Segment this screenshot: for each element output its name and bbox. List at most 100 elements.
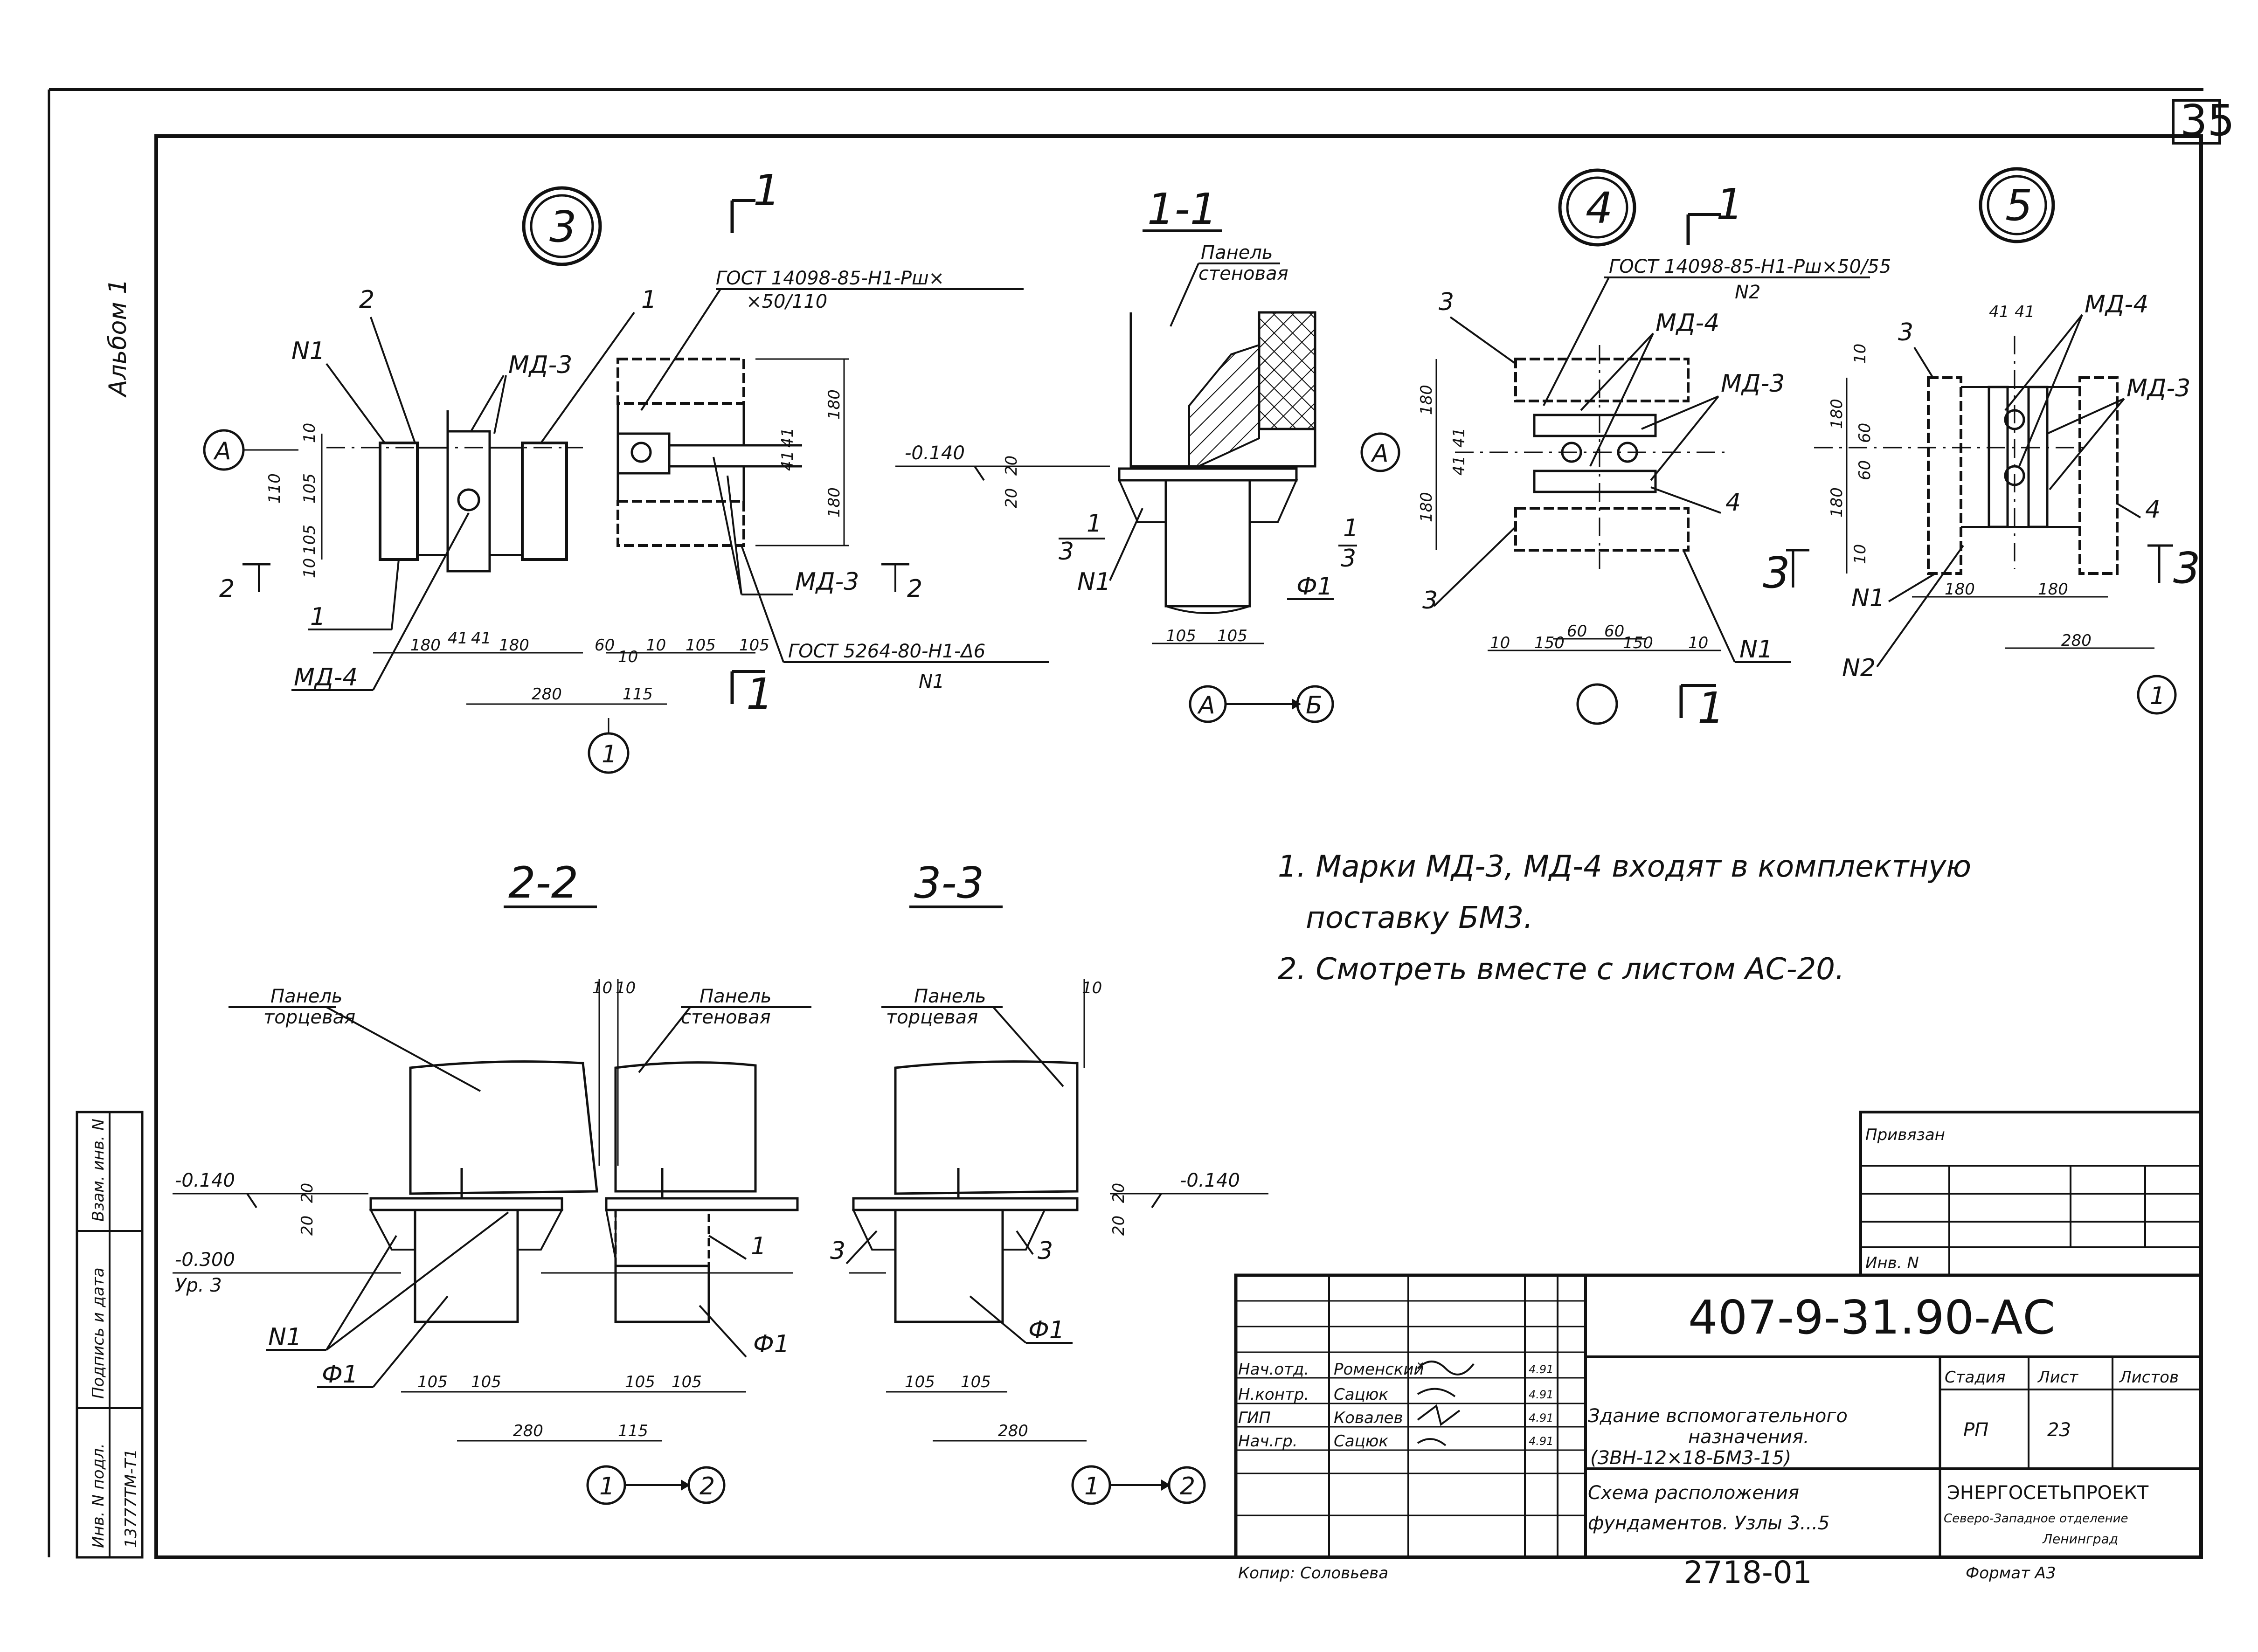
node-5-dim-41b: 41	[2015, 303, 2035, 321]
node-3-label: 3	[549, 202, 577, 252]
section-1-1-dim-105b: 105	[1217, 627, 1247, 645]
node-3-dim-105d: 105	[686, 636, 716, 655]
node-4-label: 4	[1586, 183, 1613, 233]
node-4-axis-a: А	[1371, 440, 1389, 468]
node-5-mark-n1: N1	[1851, 584, 1885, 612]
node-5-dim-10b: 10	[1851, 544, 1870, 564]
stamp-building: Здание вспомогательного	[1588, 1405, 1848, 1427]
section-3-3-dim-10: 10	[1082, 979, 1102, 997]
general-notes: 1. Марки МД-3, МД-4 входят в комплектную…	[1278, 850, 1971, 987]
node-3-gost-bottom: ГОСТ 5264-80-Н1-Δ6	[788, 641, 985, 662]
node-4-dim-60a: 60	[1567, 622, 1587, 641]
node-3-dim-41b: 41	[471, 629, 491, 648]
section-2-2-panel-right2: стеновая	[681, 1007, 771, 1028]
strip-album: Альбом 1	[104, 279, 132, 398]
node-3-dim-105c: 10	[646, 636, 666, 655]
stamp-date-1: 4.91	[1529, 1363, 1553, 1376]
section-3-3-dim-105b: 105	[961, 1373, 991, 1391]
section-2-2-title: 2-2	[508, 858, 578, 908]
stamp-date-3: 4.91	[1529, 1411, 1553, 1424]
stamp-org: ЭНЕРГОСЕТЬПРОЕКТ	[1947, 1482, 2149, 1504]
section-2-2-dim-105b: 105	[471, 1373, 501, 1391]
section-2-2-level-b-label: Ур. 3	[175, 1275, 222, 1296]
section-2-2-level-b: -0.300	[175, 1249, 235, 1271]
node-5-dim-60a: 60	[1856, 423, 1874, 443]
section-2-2-mark-1: 1	[751, 1232, 766, 1260]
node-3-dim-41c: 41	[778, 451, 797, 471]
node-3-dim-10a: 10	[300, 423, 319, 443]
node-5-dim-180a: 180	[1828, 399, 1846, 429]
section-2-2-dim-10b: 10	[616, 979, 636, 997]
node-3-dim-105b: 105	[300, 525, 319, 555]
stamp-stage: РП	[1963, 1419, 1988, 1441]
stamp-sheet-header: Лист	[2037, 1368, 2078, 1387]
section-1-1-axis-a: А	[1197, 691, 1215, 719]
node-5-dim-41a: 41	[1989, 303, 2009, 321]
node-5-cut-3-right: 3	[2173, 543, 2201, 593]
section-3-3-f1: Ф1	[1028, 1316, 1065, 1344]
strip-replaced-inv: Взам. инв. N	[89, 1119, 108, 1222]
section-2-2-dim-10a: 10	[592, 979, 612, 997]
stamp-drawing-title: Схема расположения	[1588, 1482, 1799, 1504]
stamp-attached: Привязан	[1865, 1126, 1945, 1144]
node-3-dim-41a: 41	[448, 629, 468, 648]
node-3-dim-110: 110	[265, 473, 284, 504]
section-1-1-level: -0.140	[905, 442, 965, 464]
node-4-dim-60b: 60	[1604, 622, 1624, 641]
section-1-1-dim-20a: 20	[1002, 456, 1021, 476]
node-5-mark-4: 4	[2145, 496, 2161, 524]
note-2: 2. Смотреть вместе с листом АС-20.	[1278, 952, 1844, 987]
node-4-dim-41a: 41	[1450, 428, 1468, 448]
node-5-dim-280: 280	[2061, 631, 2092, 650]
section-2-2-dim-20a: 20	[298, 1183, 317, 1203]
section-2-2: 2-2 Панель торцевая Панель стеновая 10 1…	[173, 858, 811, 1505]
strip-signature-date: Подпись и дата	[89, 1267, 108, 1399]
node-3-mark-n1: N1	[291, 337, 325, 365]
section-2-2-dim-115: 115	[618, 1422, 648, 1440]
stamp-role-1: Нач.отд.	[1238, 1360, 1309, 1379]
section-3-3-axis-2: 2	[1180, 1472, 1195, 1500]
sheet-frame: 35	[48, 88, 2235, 1559]
stamp-name-4: Сацюк	[1334, 1432, 1388, 1451]
node-4-dim-41b: 41	[1450, 456, 1468, 476]
stamp-signatures	[1417, 1361, 1475, 1446]
node-3-n1-bottom: N1	[919, 671, 944, 692]
node-4-dim-180a: 180	[1417, 385, 1436, 415]
node-3-cut-top: 1	[753, 166, 781, 215]
node-3-dim-10d: 105	[739, 636, 769, 655]
node-4-dim-10b: 10	[1688, 634, 1708, 652]
stamp-sheets-header: Листов	[2119, 1368, 2179, 1387]
section-3-3-axis-1: 1	[1084, 1472, 1100, 1500]
node-4-dim-10a: 10	[1490, 634, 1510, 652]
node-4-mark-n1: N1	[1739, 636, 1773, 664]
stamp-stage-header: Стадия	[1945, 1368, 2005, 1387]
section-2-2-dim-105c: 105	[625, 1373, 655, 1391]
page-number: 35	[2180, 96, 2235, 145]
section-1-1-n1: N1	[1077, 568, 1111, 596]
node-5: 5 41 41 10 180 60 60 180 10 3 МД-4 МД-3 …	[1763, 167, 2201, 715]
node-3-axis-a: А	[213, 437, 231, 465]
strip-inv-code: 13777ТМ-Т1	[122, 1449, 140, 1548]
stamp-name-2: Сацюк	[1334, 1385, 1388, 1404]
title-block: Привязан Инв. N Нач.отд. Н.контр. ГИП На…	[1234, 1111, 2203, 1590]
node-3-dim-10b: 10	[300, 558, 319, 578]
node-3-mark-1-top: 1	[641, 286, 657, 314]
section-2-2-dim-105d: 105	[672, 1373, 702, 1391]
section-3-3-dim-20b: 20	[1109, 1216, 1128, 1236]
node-5-mark-md3: МД-3	[2126, 374, 2190, 402]
section-1-1-frac-a-right: 1	[1343, 514, 1358, 542]
note-1: 1. Марки МД-3, МД-4 входят в комплектную	[1278, 850, 1971, 884]
node-3-dim-180a: 180	[410, 636, 441, 655]
node-5-label: 5	[2005, 180, 2033, 230]
node-3-gost-top2: ×50/110	[746, 291, 827, 312]
section-2-2-dim-280: 280	[513, 1422, 543, 1440]
stamp-role-3: ГИП	[1238, 1409, 1271, 1427]
node-4: 4 1 ГОСТ 14098-85-Н1-Рш×50/55 N2 А 180 1…	[1360, 168, 1891, 733]
node-5-dim-180c: 180	[1945, 580, 1975, 599]
node-5-dim-180b: 180	[1828, 487, 1846, 518]
section-3-3-title: 3-3	[914, 858, 984, 908]
section-2-2-dim-20b: 20	[298, 1216, 317, 1236]
section-1-1-frac-b-left: 3	[1059, 538, 1074, 566]
stamp-inv-no: Инв. N	[1865, 1254, 1919, 1272]
